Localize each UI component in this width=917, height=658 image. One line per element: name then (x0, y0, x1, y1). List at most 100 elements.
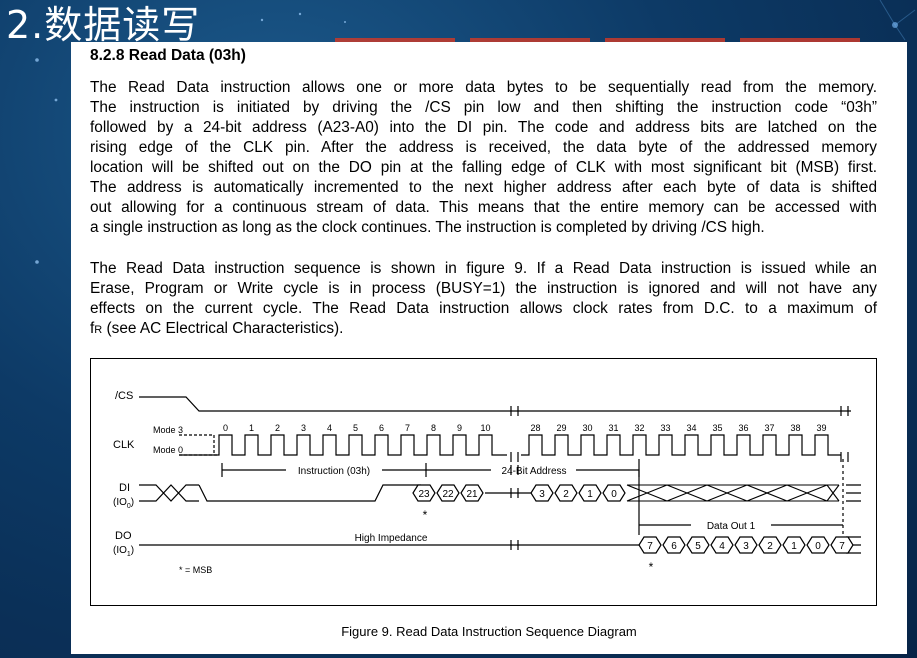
clock-cycle-number: 30 (582, 423, 592, 433)
clock-cycle-number: 0 (223, 423, 228, 433)
figure-caption: Figure 9. Read Data Instruction Sequence… (341, 624, 637, 639)
do-data-bit (686, 536, 710, 554)
di-address-bit-label: 21 (466, 489, 478, 500)
do-data-bit-label: 6 (671, 541, 677, 552)
mode3-label: Mode 3 (153, 425, 183, 435)
do-msb-marker: * (649, 560, 654, 574)
clock-cycle-number: 28 (530, 423, 540, 433)
di-msb-marker: * (423, 508, 428, 522)
clock-cycle-number: 6 (379, 423, 384, 433)
do-data-bit-label: 4 (719, 541, 725, 552)
di-address-bit (578, 484, 602, 502)
cs-end-marker (840, 406, 849, 416)
do-data-bit-label: 1 (791, 541, 797, 552)
clock-cycle-number: 4 (327, 423, 332, 433)
do-data-bit-label: 2 (767, 541, 773, 552)
di-address-bit (602, 484, 626, 502)
clock-cycle-number: 3 (301, 423, 306, 433)
freq-rest: (see AC Electrical Characteristics). (102, 320, 344, 337)
diagram-labels: /CS CLK DI (IO0) DO (IO1) Mode 3 Mode 0 … (113, 390, 756, 575)
slide-title: 2.数据读写 (6, 3, 201, 47)
paragraph-line: The Read Data instruction allows one or … (90, 79, 877, 96)
data-out-label: Data Out 1 (707, 521, 756, 532)
paragraph-line: rising edge of the CLK pin. After the ad… (90, 139, 877, 156)
di-address-bit (412, 484, 436, 502)
do-data-bit (734, 536, 758, 554)
di-address-bit (460, 484, 484, 502)
di-address-bit-label: 22 (442, 489, 454, 500)
di-instruction-trace (198, 484, 421, 502)
clock-cycle-number: 5 (353, 423, 358, 433)
paragraph-line: fR (see AC Electrical Characteristics). (90, 319, 877, 340)
cs-label: /CS (115, 390, 133, 402)
cs-waveform (139, 396, 851, 412)
freq-symbol: f (90, 320, 95, 337)
paragraph-line: location will be shifted out on the DO p… (90, 159, 877, 176)
clock-cycle-number: 39 (816, 423, 826, 433)
break-marker-cs (510, 406, 519, 416)
paragraph-line: Erase, Program or Write cycle is in proc… (90, 280, 877, 297)
di-dont-care-start (139, 484, 199, 502)
clk-label: CLK (113, 439, 135, 451)
do-data-bit (638, 536, 662, 554)
di-address-bit (554, 484, 578, 502)
clock-cycle-number: 2 (275, 423, 280, 433)
paragraph-line: The Read Data instruction sequence is sh… (90, 260, 877, 277)
do-data-bit-label: 5 (695, 541, 701, 552)
mode0-label: Mode 0 (153, 445, 183, 455)
clock-cycle-number: 38 (790, 423, 800, 433)
datasheet-page: 8.2.8 Read Data (03h) The Read Data inst… (71, 42, 907, 654)
description-paragraph: The Read Data instruction allows one or … (90, 78, 877, 238)
instruction-phase-arrow (221, 463, 426, 477)
high-impedance-label: High Impedance (355, 533, 428, 544)
do-data-bit (830, 536, 854, 554)
paragraph-line: followed by a 24-bit address (A23-A0) in… (90, 119, 877, 136)
freq-subscript: R (94, 324, 103, 336)
do-data-bit (662, 536, 686, 554)
clock-cycle-number: 10 (480, 423, 490, 433)
clock-cycle-number: 34 (686, 423, 696, 433)
diagram-static-layer (139, 396, 861, 554)
di-address-bit-label: 0 (611, 489, 617, 500)
di-address-bit-label: 23 (418, 489, 430, 500)
do-data-bit (758, 536, 782, 554)
clock-cycle-number: 31 (608, 423, 618, 433)
di-dont-care-end (626, 484, 840, 502)
di-tail-line (846, 484, 861, 502)
clk-trace (179, 434, 841, 456)
clock-cycle-number: 32 (634, 423, 644, 433)
instruction-phase-label: Instruction (03h) (298, 466, 370, 477)
do-data-bit-label: 7 (839, 541, 845, 552)
do-data-bit-label: 7 (647, 541, 653, 552)
di-address-bit-label: 1 (587, 489, 593, 500)
do-data-bit-label: 0 (815, 541, 821, 552)
clock-cycle-number: 8 (431, 423, 436, 433)
do-data-bit-label: 3 (743, 541, 749, 552)
clock-cycle-number: 1 (249, 423, 254, 433)
di-address-bit-label: 3 (539, 489, 545, 500)
clock-cycle-number: 37 (764, 423, 774, 433)
clock-cycle-number: 36 (738, 423, 748, 433)
do-data-bit (710, 536, 734, 554)
break-marker-clk (510, 452, 519, 462)
msb-legend: * = MSB (179, 565, 212, 575)
do-label: DO (115, 530, 132, 542)
section-heading: 8.2.8 Read Data (03h) (90, 47, 246, 64)
break-marker-do (510, 540, 519, 550)
do-data-bit (806, 536, 830, 554)
do-data-bit (782, 536, 806, 554)
clock-cycle-number: 33 (660, 423, 670, 433)
sequence-paragraph: The Read Data instruction sequence is sh… (90, 259, 877, 340)
clock-cycle-number: 35 (712, 423, 722, 433)
paragraph-line: The address is automatically incremented… (90, 179, 877, 196)
di-address-bit (530, 484, 554, 502)
di-io-label: (IO0) (113, 497, 134, 510)
do-io-label: (IO1) (113, 545, 134, 558)
paragraph-line: The instruction is initiated by driving … (90, 99, 877, 116)
clk-end-marker (840, 452, 849, 462)
